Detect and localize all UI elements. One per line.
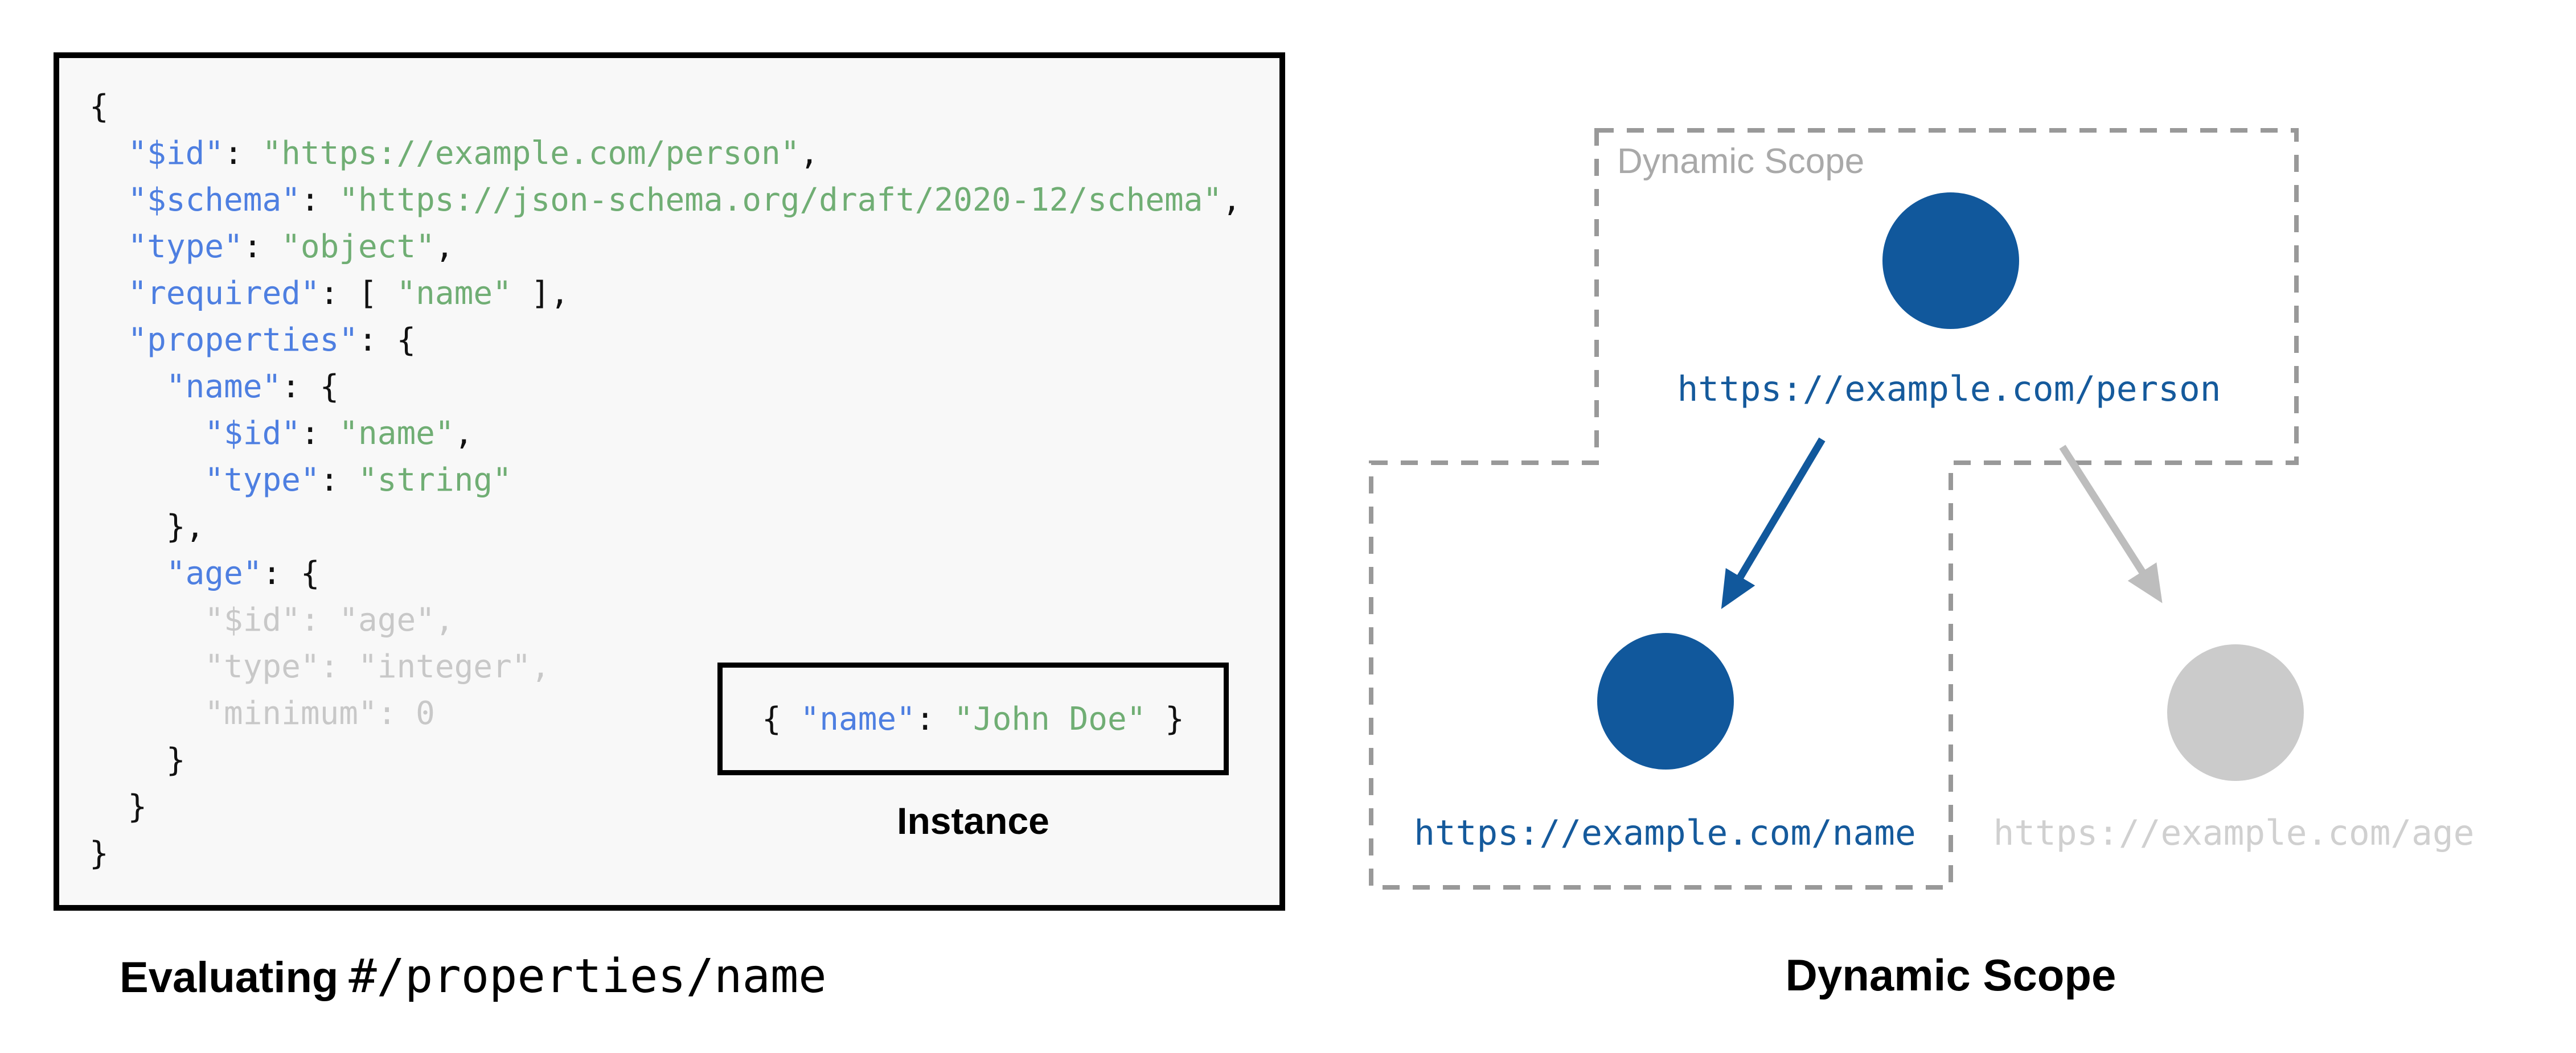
schema-panel: [54, 52, 1285, 911]
evaluating-label: Evaluating: [120, 953, 339, 1002]
name-url-label: https://example.com/name: [1414, 813, 1916, 853]
instance-box: { "name": "John Doe" }: [717, 663, 1229, 775]
dynamic-scope-outline: [1369, 128, 2299, 890]
person-to-name-arrow: [1721, 437, 1826, 610]
person-to-age-arrow: [2059, 445, 2163, 603]
name-node-circle: [1597, 633, 1734, 770]
diagram-caption: Dynamic Scope: [1785, 950, 2116, 1000]
person-url-label: https://example.com/person: [1677, 369, 2221, 409]
dynamic-scope-region-label: Dynamic Scope: [1617, 142, 1865, 181]
schema-caption: Evaluating#/properties/name: [120, 947, 827, 1019]
person-node-circle: [1882, 192, 2019, 329]
instance-code: { "name": "John Doe" }: [762, 700, 1184, 738]
age-node-circle: [2167, 644, 2304, 781]
json-pointer-label: #/properties/name: [348, 949, 827, 1003]
schema-code-block: { "$id": "https://example.com/person", "…: [89, 88, 1241, 872]
age-url-label: https://example.com/age: [1993, 813, 2475, 853]
instance-label: Instance: [897, 800, 1049, 842]
